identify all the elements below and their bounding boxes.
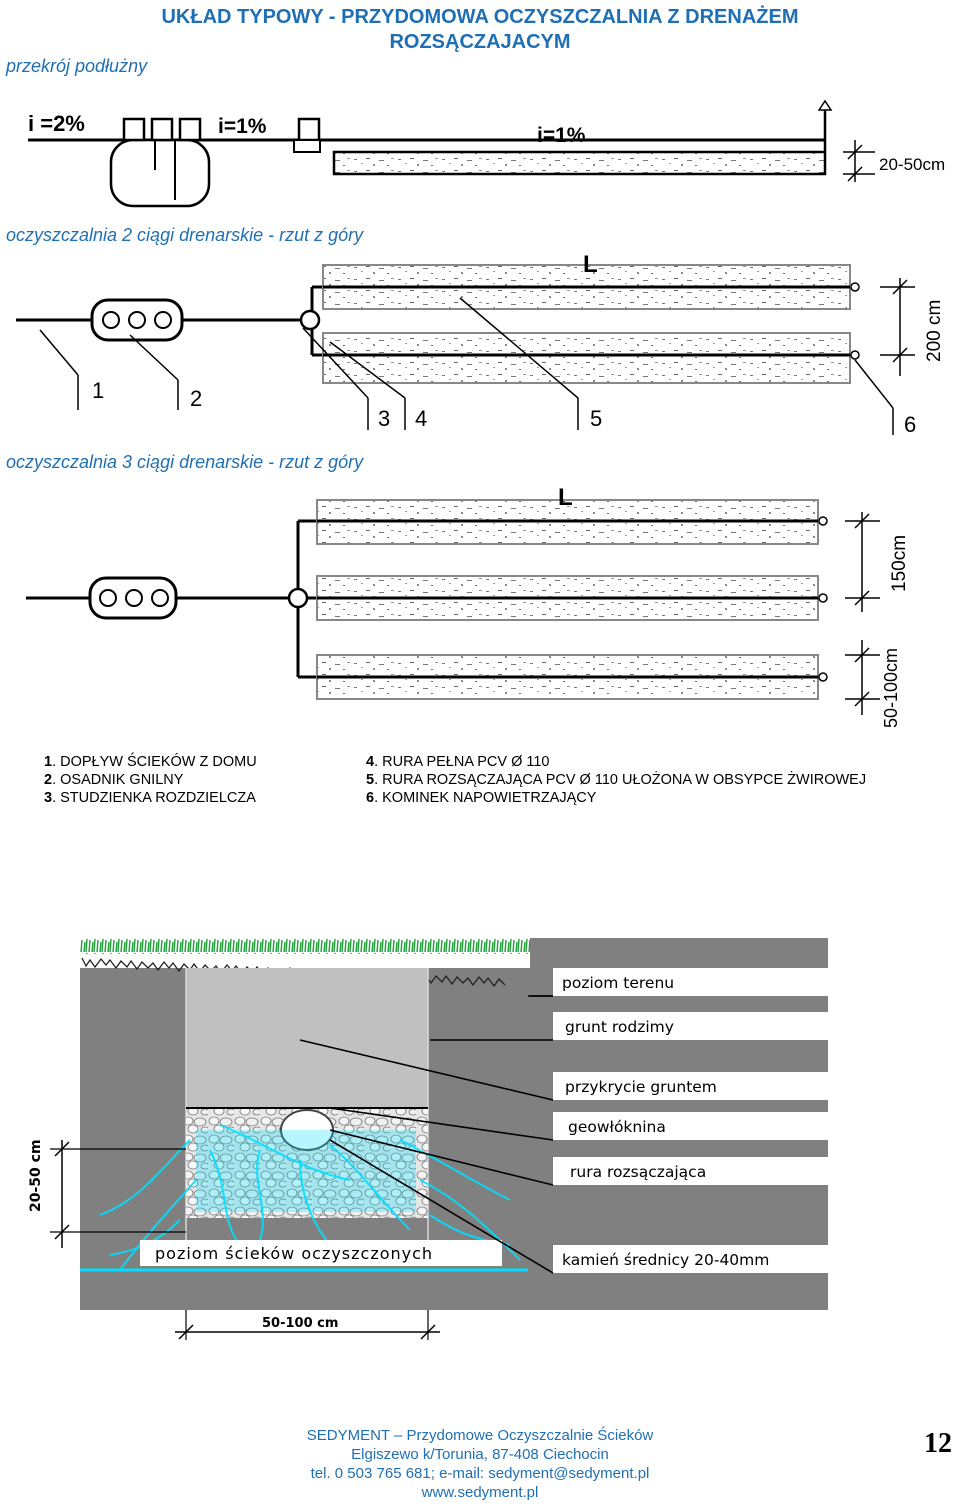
label-native-soil: grunt rodzimy: [565, 1018, 674, 1036]
water-level-label: poziom ścieków oczyszczonych: [155, 1244, 433, 1263]
plan-two-lines: L 200 cm 1 2 3 4 5 6: [16, 251, 945, 437]
section-title-two-lines: oczyszczalnia 2 ciągi drenarskie - rzut …: [6, 225, 364, 245]
septic-tank-icon: [109, 138, 211, 208]
footer-company: SEDYMENT – Przydomowe Oczyszczalnie Ście…: [306, 1427, 654, 1444]
marker-5: 5: [590, 406, 602, 431]
marker-3: 3: [378, 406, 390, 431]
label-box: [553, 968, 828, 996]
legend-item-3: 3. STUDZIENKA ROZDZIELCZA: [44, 790, 256, 806]
distribution-box-icon: [287, 587, 309, 609]
label-geotextile: geowłóknina: [568, 1118, 666, 1136]
legend-left: 1. DOPŁYW ŚCIEKÓW Z DOMU 2. OSADNIK GNIL…: [44, 753, 257, 807]
section-title-longitudinal: przekrój podłużny: [6, 56, 148, 76]
page-number: 12: [924, 1428, 952, 1459]
marker-6: 6: [904, 412, 916, 437]
grass-strip: [80, 938, 530, 954]
legend-right: 4. RURA PEŁNA PCV Ø 110 5. RURA ROZSĄCZA…: [366, 753, 866, 807]
page-title-line1: UKŁAD TYPOWY - PRZYDOMOWA OCZYSZCZALNIA …: [161, 6, 799, 28]
legend-item-5: 5. RURA ROZSĄCZAJĄCA PCV Ø 110 UŁOŻONA W…: [366, 772, 867, 788]
marker-4: 4: [415, 406, 427, 431]
slope-label-2: i=1%: [218, 115, 267, 138]
legend-item-1: 1. DOPŁYW ŚCIEKÓW Z DOMU: [44, 754, 257, 770]
label-ground-level: poziom terenu: [562, 974, 674, 992]
cross-section: poziom ścieków oczyszczonych poziom tere…: [28, 938, 828, 1340]
label-drain-pipe: rura rozsączająca: [570, 1163, 706, 1181]
footer-contact: tel. 0 503 765 681; e-mail: sedyment@sed…: [310, 1465, 650, 1482]
distribution-box-icon: [299, 309, 321, 331]
section-title-three-lines: oczyszczalnia 3 ciągi drenarskie - rzut …: [6, 452, 364, 472]
width-150cm-label: 150cm: [889, 535, 910, 592]
longitudinal-profile: i =2% i=1% i=1% 20-50cm: [28, 99, 945, 208]
footer-address: Elgiszewo k/Torunia, 87-408 Ciechocin: [351, 1446, 609, 1463]
length-label-L: L: [583, 251, 598, 278]
label-stone: kamień średnicy 20-40mm: [562, 1251, 769, 1269]
soil-cover: [186, 968, 428, 1108]
legend-item-2: 2. OSADNIK GNILNY: [44, 772, 184, 788]
legend-item-4: 4. RURA PEŁNA PCV Ø 110: [366, 754, 550, 770]
legend-item-6: 6. KOMINEK NAPOWIETRZAJĄCY: [366, 790, 597, 806]
drain-bed: [332, 150, 827, 176]
label-soil-cover: przykrycie gruntem: [565, 1078, 717, 1096]
width-200cm-label: 200 cm: [924, 300, 945, 362]
page-title-line2: ROZSĄCZAJACYM: [389, 31, 571, 53]
width-50-100cm-label: 50-100 cm: [262, 1316, 338, 1331]
water-level-band: [140, 1240, 502, 1266]
length-label-L: L: [558, 484, 573, 511]
plan-three-lines: L 150cm 50-100cm: [26, 484, 910, 728]
slope-label-1: i =2%: [28, 111, 85, 136]
edge-50-100cm-label: 50-100cm: [881, 648, 901, 728]
depth-label: 20-50cm: [879, 155, 945, 174]
marker-2: 2: [190, 386, 202, 411]
marker-1: 1: [92, 378, 104, 403]
depth-20-50cm-label: 20-50 cm: [28, 1139, 44, 1212]
footer-website[interactable]: www.sedyment.pl: [421, 1484, 539, 1501]
slope-label-3: i=1%: [537, 124, 586, 147]
